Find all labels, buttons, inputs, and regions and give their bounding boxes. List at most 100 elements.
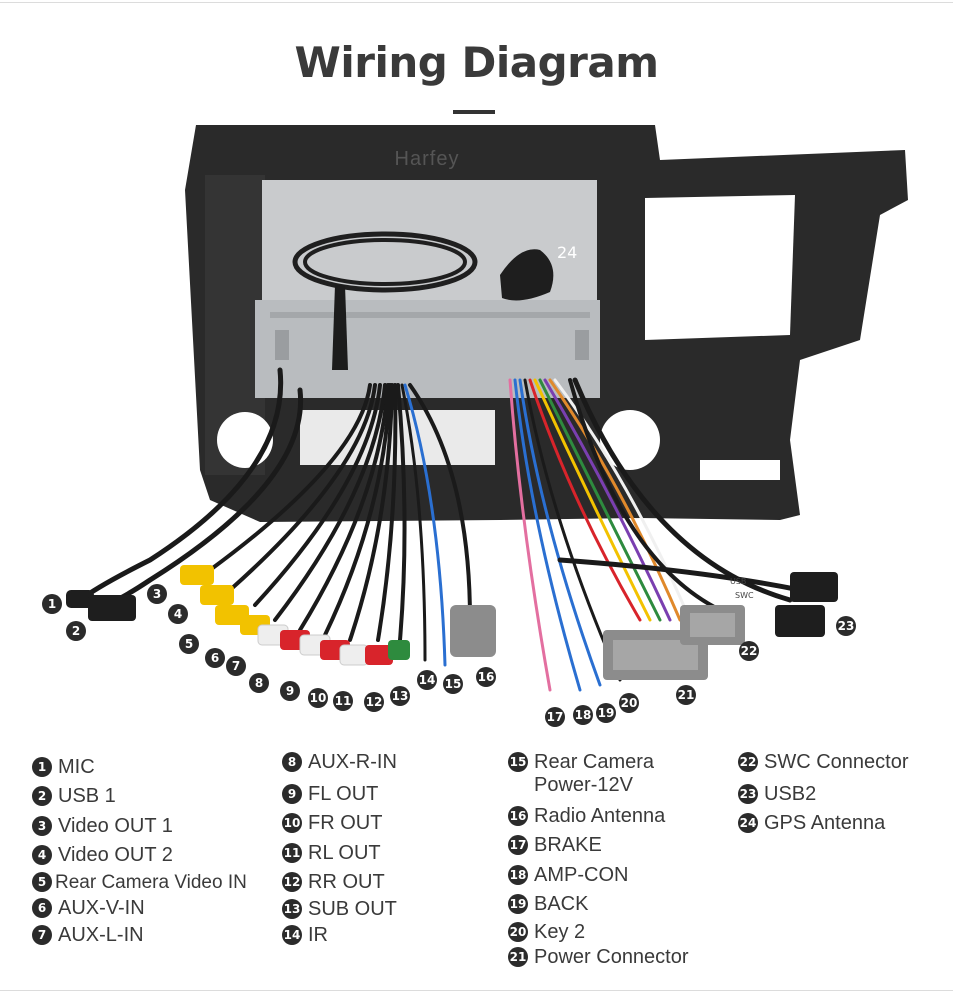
svg-text:19: 19: [598, 706, 615, 720]
svg-text:9: 9: [286, 684, 294, 698]
legend-item-amp-con: 18 AMP-CON: [508, 864, 628, 887]
callout-19: 19: [596, 703, 616, 723]
svg-text:20: 20: [621, 696, 638, 710]
callout-5: 5: [179, 634, 199, 654]
legend-label: Radio Antenna: [534, 805, 666, 827]
callout-17: 17: [545, 707, 565, 727]
svg-text:7: 7: [232, 659, 240, 673]
legend-number: 6: [32, 898, 52, 918]
legend-label: Rear Camera Power-12V: [534, 751, 655, 796]
callout-11: 11: [333, 691, 353, 711]
legend-item-aux-r-in: 8 AUX-R-IN: [282, 751, 397, 774]
legend-label: FL OUT: [308, 783, 379, 805]
wire-bundle: [77, 367, 803, 692]
legend-item-radio-antenna: 16 Radio Antenna: [508, 805, 665, 828]
svg-text:10: 10: [310, 691, 327, 705]
legend-number: 17: [508, 835, 528, 855]
legend-label: IR: [308, 924, 328, 946]
callout-2: 2: [66, 621, 86, 641]
callout-9: 9: [280, 681, 300, 701]
legend-item-rear-camera-power: 15 Rear Camera Power-12V: [508, 751, 654, 797]
svg-text:13: 13: [392, 689, 409, 703]
legend-label: MIC: [58, 756, 95, 778]
svg-text:14: 14: [419, 673, 436, 687]
legend-item-brake: 17 BRAKE: [508, 834, 602, 857]
legend-item-video-out-2: 4 Video OUT 2: [32, 844, 173, 867]
callout-4: 4: [168, 604, 188, 624]
legend-item-swc-connector: 22 SWC Connector: [738, 751, 909, 774]
usb2-plug-b: [775, 605, 825, 637]
svg-text:21: 21: [678, 688, 695, 702]
legend-item-gps-antenna: 24 GPS Antenna: [738, 812, 885, 835]
legend-item-fr-out: 10 FR OUT: [282, 812, 382, 835]
legend-number: 22: [738, 752, 758, 772]
legend-number: 21: [508, 947, 528, 967]
callout-18: 18: [573, 705, 593, 725]
svg-text:18: 18: [575, 708, 592, 722]
legend-label: USB2: [764, 783, 817, 805]
legend-label: Rear Camera Video IN: [55, 872, 247, 893]
legend-number: 9: [282, 784, 302, 804]
legend-item-sub-out: 13 SUB OUT: [282, 898, 397, 921]
legend-label: AUX-R-IN: [308, 751, 397, 773]
legend-label: RL OUT: [308, 842, 381, 864]
svg-text:17: 17: [547, 710, 564, 724]
legend-item-aux-l-in: 7 AUX-L-IN: [32, 924, 144, 947]
legend-label: AMP-CON: [534, 864, 629, 886]
usb-tag: USB: [730, 577, 746, 586]
callout-20: 20: [619, 693, 639, 713]
svg-text:16: 16: [478, 670, 495, 684]
legend-item-rr-out: 12 RR OUT: [282, 871, 385, 894]
callout-23: 23: [836, 616, 856, 636]
legend-number: 11: [282, 843, 302, 863]
legend-label: Power Connector: [534, 946, 689, 968]
callout-3: 3: [147, 584, 167, 604]
svg-text:1: 1: [48, 597, 56, 611]
legend-item-usb1: 2 USB 1: [32, 785, 116, 808]
usb2-plug-a: [790, 572, 838, 602]
callout-15: 15: [443, 674, 463, 694]
callout-6: 6: [205, 648, 225, 668]
gps-callout-number: 24: [557, 243, 577, 262]
legend-number: 2: [32, 786, 52, 806]
title-underline: [453, 110, 495, 114]
legend-number: 1: [32, 757, 52, 777]
legend-label: BRAKE: [534, 834, 602, 856]
legend-number: 12: [282, 872, 302, 892]
mic-plug: [66, 590, 94, 608]
legend-number: 8: [282, 752, 302, 772]
legend-number: 18: [508, 865, 528, 885]
legend-label: SWC Connector: [764, 751, 909, 773]
legend-number: 19: [508, 894, 528, 914]
legend-number: 14: [282, 925, 302, 945]
legend-label: RR OUT: [308, 871, 385, 893]
legend-number: 4: [32, 845, 52, 865]
swc-connector: [680, 605, 745, 645]
svg-text:2: 2: [72, 624, 80, 638]
top-divider: [0, 2, 953, 3]
svg-text:5: 5: [185, 637, 193, 651]
legend-number: 23: [738, 784, 758, 804]
rca-connectors: [180, 565, 410, 666]
svg-text:12: 12: [366, 695, 383, 709]
svg-text:15: 15: [445, 677, 462, 691]
legend-item-back: 19 BACK: [508, 893, 588, 916]
callout-21: 21: [676, 685, 696, 705]
legend-item-video-out-1: 3 Video OUT 1: [32, 815, 173, 838]
page-title: Wiring Diagram: [294, 38, 659, 87]
swc-tag: SWC: [735, 591, 754, 600]
svg-text:4: 4: [174, 607, 182, 621]
svg-text:11: 11: [335, 694, 352, 708]
legend-number: 15: [508, 752, 528, 772]
callout-14: 14: [417, 670, 437, 690]
wiring-figure: Harfey 24: [42, 125, 908, 727]
legend-item-fl-out: 9 FL OUT: [282, 783, 378, 806]
legend-number: 13: [282, 899, 302, 919]
svg-text:23: 23: [838, 619, 855, 633]
callout-7: 7: [226, 656, 246, 676]
usb1-plug: [88, 595, 136, 621]
legend-label: USB 1: [58, 785, 116, 807]
legend-number: 20: [508, 922, 528, 942]
legend-number: 5: [32, 872, 52, 892]
svg-text:8: 8: [255, 676, 263, 690]
